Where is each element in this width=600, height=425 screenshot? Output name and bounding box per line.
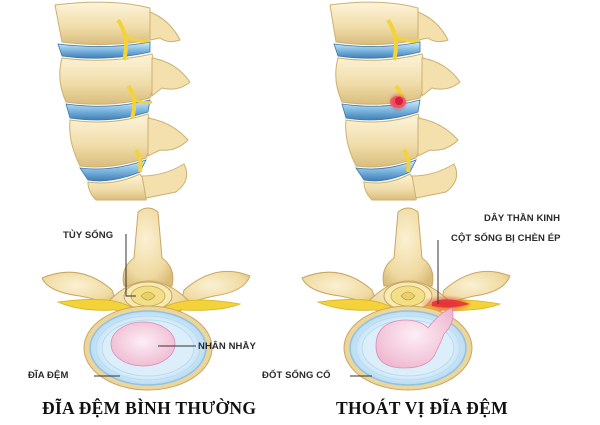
label-spinal-cord: TỦY SỐNG [63, 230, 114, 241]
label-nerve-line2: CỘT SỐNG BỊ CHÈN ÉP [451, 233, 561, 244]
herniated-vertebra-top-view [301, 207, 511, 391]
leader-lines [94, 234, 439, 377]
caption-normal-disc: ĐĨA ĐỆM BÌNH THƯỜNG [42, 398, 257, 418]
label-nerve-line1: DÂY THẦN KINH [484, 213, 561, 224]
herniated-spine-side-view [329, 1, 461, 201]
label-disc: ĐĨA ĐỆM [28, 370, 69, 381]
normal-vertebra-top-view [41, 207, 251, 391]
leader-spinal-cord [125, 234, 136, 297]
label-vertebra: ĐỐT SỐNG CỔ [262, 370, 331, 381]
normal-spine-side-view [54, 1, 191, 201]
label-nucleus: NHÂN NHẦY [198, 341, 256, 352]
caption-herniated-disc: THOÁT VỊ ĐĨA ĐỆM [336, 398, 508, 418]
